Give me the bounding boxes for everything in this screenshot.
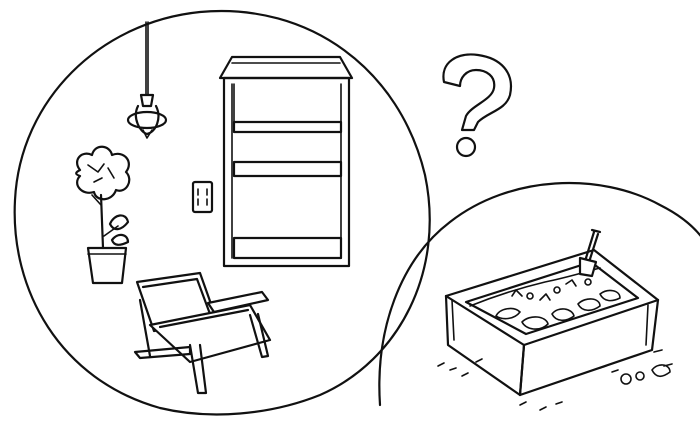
pendant-lamp-icon	[128, 22, 166, 138]
sandbox-circle-outline	[379, 183, 700, 405]
sandbox-icon	[446, 250, 658, 395]
bookshelf-icon	[220, 57, 352, 266]
question-mark-icon	[443, 54, 511, 156]
room-circle-outline	[15, 11, 430, 414]
shovel-icon	[580, 230, 600, 276]
sand-pebbles	[438, 350, 672, 410]
wall-outlet-icon	[193, 182, 212, 212]
potted-plant-icon	[76, 147, 129, 283]
armchair-icon	[135, 273, 270, 393]
